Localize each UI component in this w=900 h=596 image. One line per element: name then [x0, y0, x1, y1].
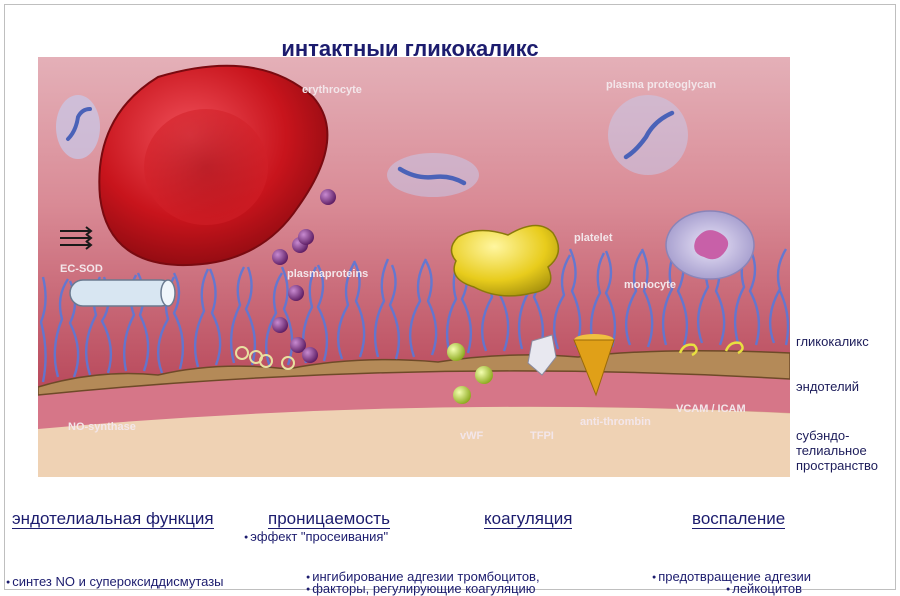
- label-anti-thrombin: anti-thrombin: [580, 416, 651, 428]
- label-platelet: platelet: [574, 232, 613, 244]
- proteoglycan-bubble-right: [608, 95, 688, 175]
- side-label-subendothelial-1: субэндо-: [796, 428, 849, 443]
- bullet-sieving: эффект "просеивания": [244, 530, 388, 544]
- label-ec-sod: EC-SOD: [60, 263, 103, 275]
- label-erythrocyte: erythrocyte: [302, 84, 362, 96]
- side-label-glycocalyx: гликокаликс: [796, 334, 869, 349]
- label-monocyte: monocyte: [624, 279, 676, 291]
- category-permeability: проницаемость: [268, 509, 390, 529]
- platelet-cell: [451, 225, 558, 295]
- side-label-subendothelial-3: пространство: [796, 458, 878, 473]
- label-vwf: vWF: [460, 430, 483, 442]
- side-label-endothelium: эндотелий: [796, 379, 859, 394]
- label-vcam-icam: VCAM / ICAM: [676, 403, 746, 415]
- label-plasmaproteins: plasmaproteins: [287, 268, 368, 280]
- bullet-no-synthesis: синтез NO и супероксиддисмутазы: [6, 575, 224, 589]
- ec-sod-tube: [70, 280, 175, 306]
- category-endothelial-function: эндотелиальная функция: [12, 509, 214, 529]
- label-tfpi: TFPI: [530, 430, 554, 442]
- category-inflammation: воспаление: [692, 509, 785, 529]
- label-no-synthase: NO-synthase: [68, 421, 136, 433]
- label-plasma-proteoglycan: plasma proteoglycan: [606, 79, 716, 91]
- flow-arrows: [60, 227, 91, 249]
- proteoglycan-bubble-center: [387, 153, 479, 197]
- category-coagulation: коагуляция: [484, 509, 572, 529]
- monocyte-cell: [666, 211, 754, 279]
- side-label-subendothelial-2: телиальное: [796, 443, 867, 458]
- proteoglycan-bubble-left: [56, 95, 100, 159]
